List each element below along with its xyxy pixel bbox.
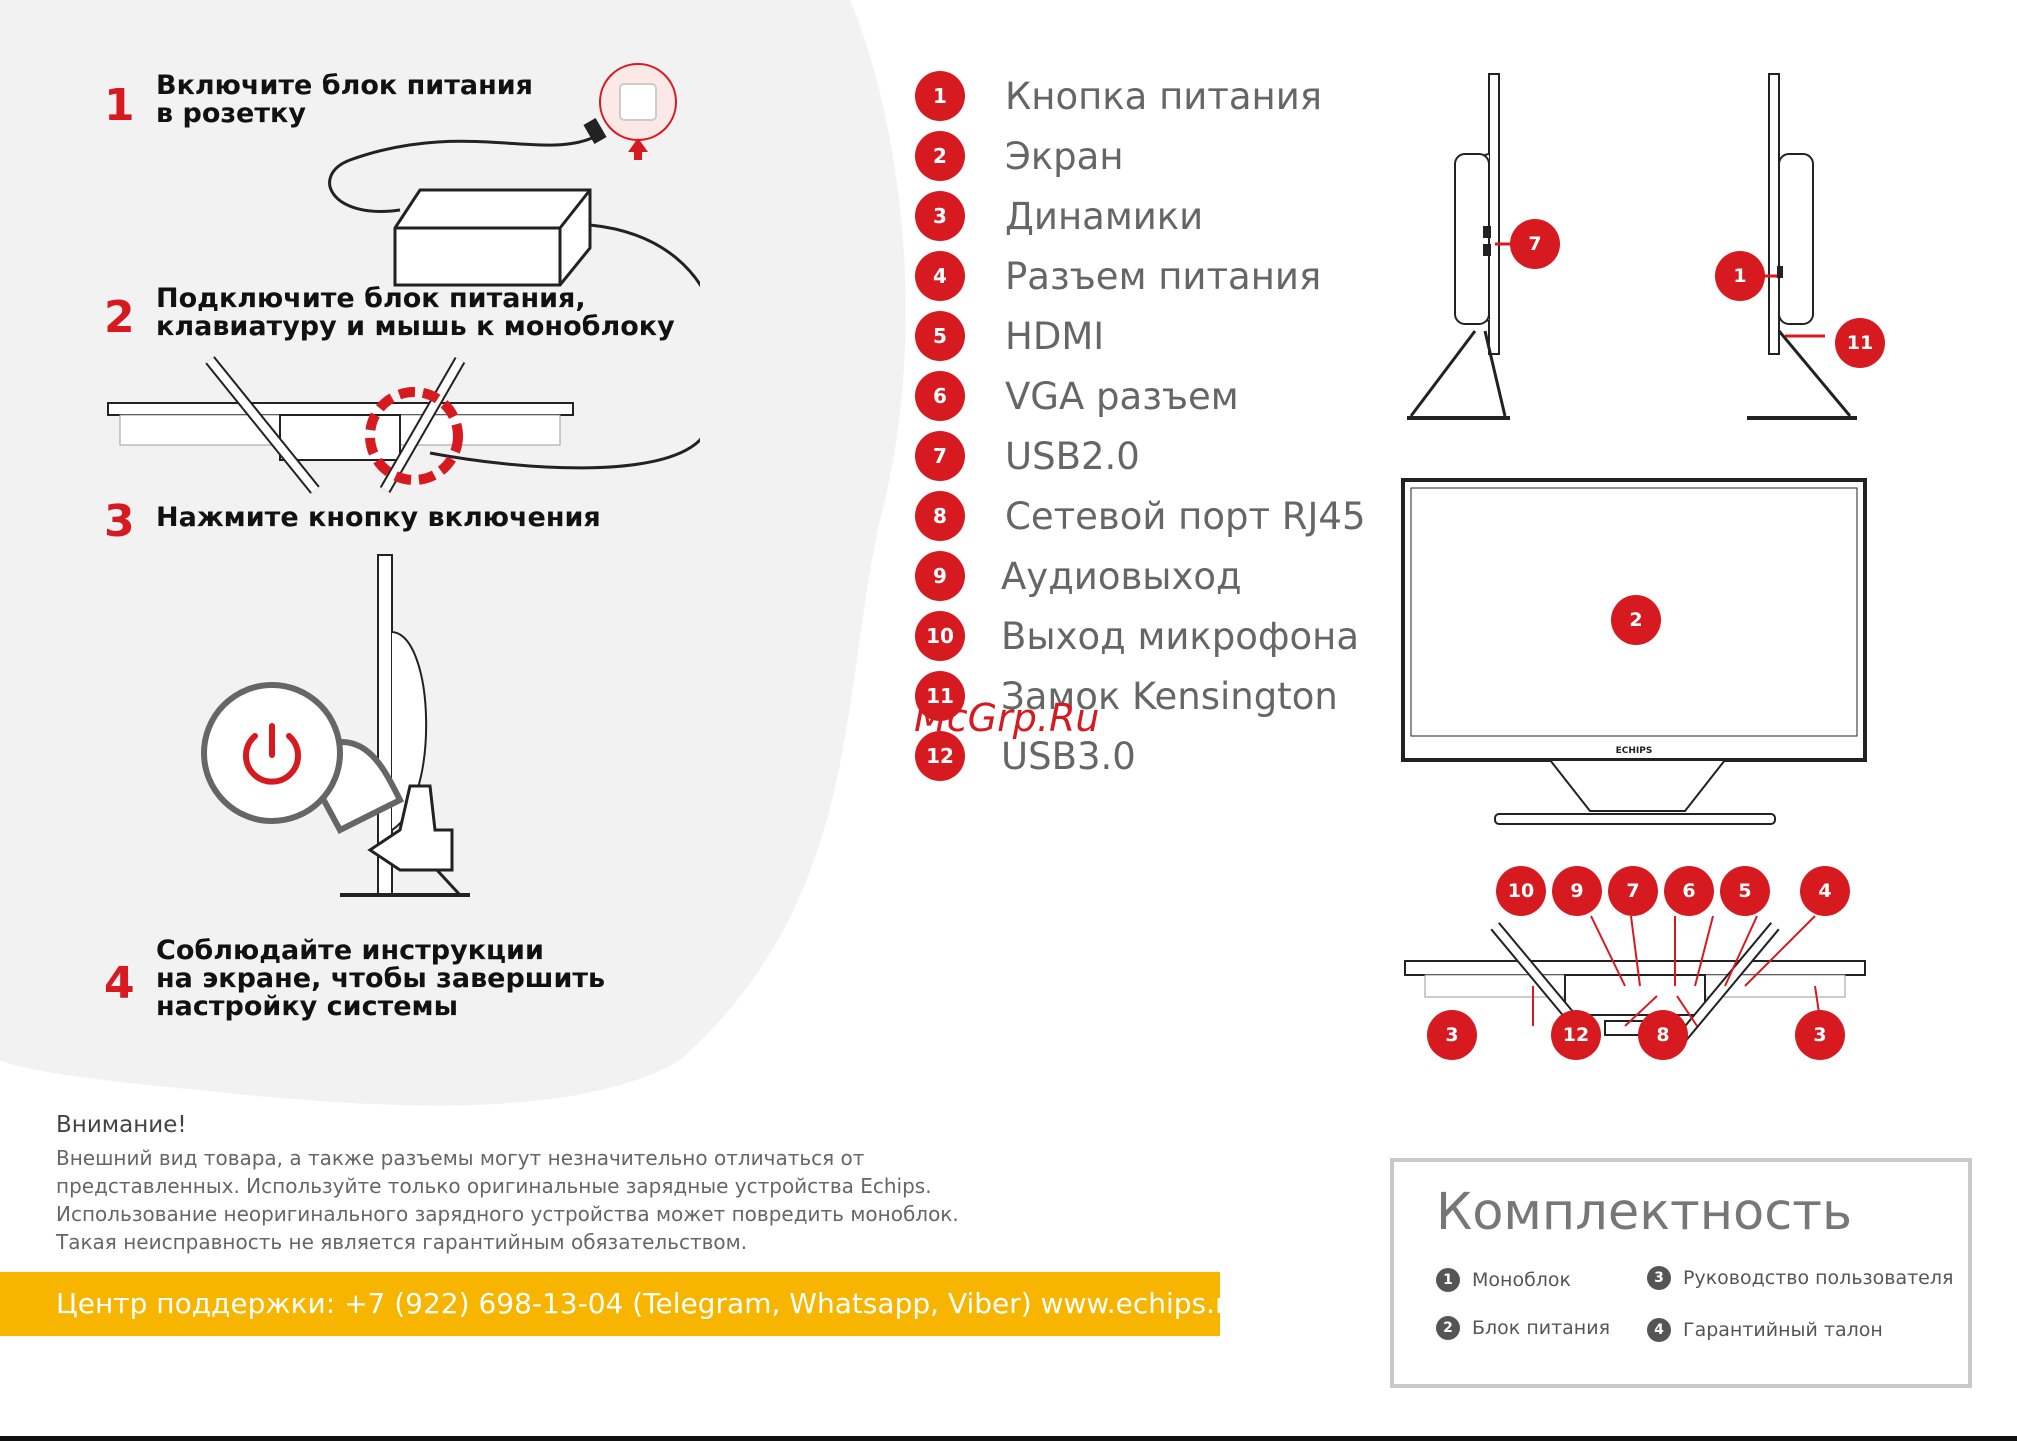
kit-item-1: 1 Моноблок xyxy=(1436,1268,1571,1292)
step-1-text: Включите блок питания в розетку xyxy=(156,70,533,129)
step-4-text: Соблюдайте инструкции на экране, чтобы з… xyxy=(156,935,606,1022)
legend-item-2: 2 Экран xyxy=(915,131,1124,181)
callout-audio: 9 xyxy=(1552,866,1602,916)
legend-badge: 6 xyxy=(915,371,965,421)
step-2-text: Подключите блок питания, клавиатуру и мы… xyxy=(156,283,675,342)
step-1-number: 1 xyxy=(104,80,135,131)
kit-item-2: 2 Блок питания xyxy=(1436,1316,1610,1340)
legend-item-12: 12 USB3.0 xyxy=(915,731,1136,781)
legend-badge: 10 xyxy=(915,611,965,661)
warning-title: Внимание! xyxy=(56,1112,187,1138)
callout-usb3: 12 xyxy=(1551,1010,1601,1060)
legend-badge: 2 xyxy=(915,131,965,181)
legend-badge: 11 xyxy=(915,671,965,721)
callout-speaker-left: 3 xyxy=(1427,1010,1477,1060)
legend-badge: 5 xyxy=(915,311,965,361)
legend-item-7: 7 USB2.0 xyxy=(915,431,1140,481)
callout-screen: 2 xyxy=(1611,595,1661,645)
callout-vga: 6 xyxy=(1664,866,1714,916)
legend-badge: 3 xyxy=(915,191,965,241)
legend-item-9: 9 Аудиовыход xyxy=(915,551,1242,601)
legend-label: Экран xyxy=(1005,134,1124,178)
callout-speaker-right: 3 xyxy=(1795,1010,1845,1060)
legend-item-4: 4 Разъем питания xyxy=(915,251,1321,301)
callout-power-button: 1 xyxy=(1715,251,1765,301)
background-shape xyxy=(0,0,906,1106)
legend-label: HDMI xyxy=(1005,314,1105,358)
legend-label: Выход микрофона xyxy=(1001,614,1360,658)
warning-body: Внешний вид товара, а также разъемы могу… xyxy=(56,1146,959,1254)
callout-usb2-side: 7 xyxy=(1510,219,1560,269)
step-3-text: Нажмите кнопку включения xyxy=(156,502,601,533)
legend-badge: 1 xyxy=(915,71,965,121)
svg-text:ECHIPS: ECHIPS xyxy=(1616,746,1653,756)
legend-badge: 8 xyxy=(915,491,965,541)
legend-badge: 9 xyxy=(915,551,965,601)
legend-label: Аудиовыход xyxy=(1001,554,1242,598)
callout-usb2: 7 xyxy=(1608,866,1658,916)
legend-label: Кнопка питания xyxy=(1005,74,1323,118)
callout-kensington: 11 xyxy=(1835,318,1885,368)
legend-label: Сетевой порт RJ45 xyxy=(1005,494,1366,538)
legend-item-10: 10 Выход микрофона xyxy=(915,611,1359,661)
kit-item-number: 3 xyxy=(1647,1266,1671,1290)
legend-label: Разъем питания xyxy=(1005,254,1322,298)
step-2-number: 2 xyxy=(104,292,135,343)
legend-label: USB3.0 xyxy=(1001,734,1136,778)
step-4-number: 4 xyxy=(104,958,135,1009)
callout-mic: 10 xyxy=(1496,866,1546,916)
support-contact: Центр поддержки: +7 (922) 698-13-04 (Tel… xyxy=(56,1287,1245,1320)
callout-hdmi: 5 xyxy=(1720,866,1770,916)
legend-item-1: 1 Кнопка питания xyxy=(915,71,1322,121)
legend-item-11: 11 Замок Kensington xyxy=(915,671,1338,721)
watermark: McGrp.Ru xyxy=(914,696,1100,740)
kit-item-4: 4 Гарантийный талон xyxy=(1647,1318,1883,1342)
kit-item-label: Гарантийный талон xyxy=(1683,1319,1883,1341)
legend-label: Динамики xyxy=(1005,194,1204,238)
kit-box xyxy=(1390,1158,1972,1388)
bottom-border xyxy=(0,1436,2017,1441)
legend-item-3: 3 Динамики xyxy=(915,191,1203,241)
support-bar xyxy=(0,1272,1220,1336)
kit-title: Комплектность xyxy=(1436,1183,1853,1242)
kit-item-number: 1 xyxy=(1436,1268,1460,1292)
kit-item-3: 3 Руководство пользователя xyxy=(1647,1266,1953,1290)
legend-label: Замок Kensington xyxy=(1001,674,1338,718)
legend-item-5: 5 HDMI xyxy=(915,311,1104,361)
kit-item-number: 2 xyxy=(1436,1316,1460,1340)
legend-label: VGA разъем xyxy=(1005,374,1239,418)
power-supply-illustration xyxy=(107,63,700,897)
device-diagram: ECHIPS xyxy=(1401,73,1867,1050)
legend-item-6: 6 VGA разъем xyxy=(915,371,1239,421)
kit-item-number: 4 xyxy=(1647,1318,1671,1342)
legend-badge: 12 xyxy=(915,731,965,781)
legend-item-8: 8 Сетевой порт RJ45 xyxy=(915,491,1366,541)
callout-rj45: 8 xyxy=(1638,1010,1688,1060)
step-3-number: 3 xyxy=(104,496,135,547)
kit-item-label: Руководство пользователя xyxy=(1683,1267,1954,1289)
kit-item-label: Моноблок xyxy=(1472,1269,1572,1291)
callout-power-jack: 4 xyxy=(1800,866,1850,916)
legend-badge: 4 xyxy=(915,251,965,301)
kit-item-label: Блок питания xyxy=(1472,1317,1611,1339)
legend-badge: 7 xyxy=(915,431,965,481)
legend-label: USB2.0 xyxy=(1005,434,1140,478)
